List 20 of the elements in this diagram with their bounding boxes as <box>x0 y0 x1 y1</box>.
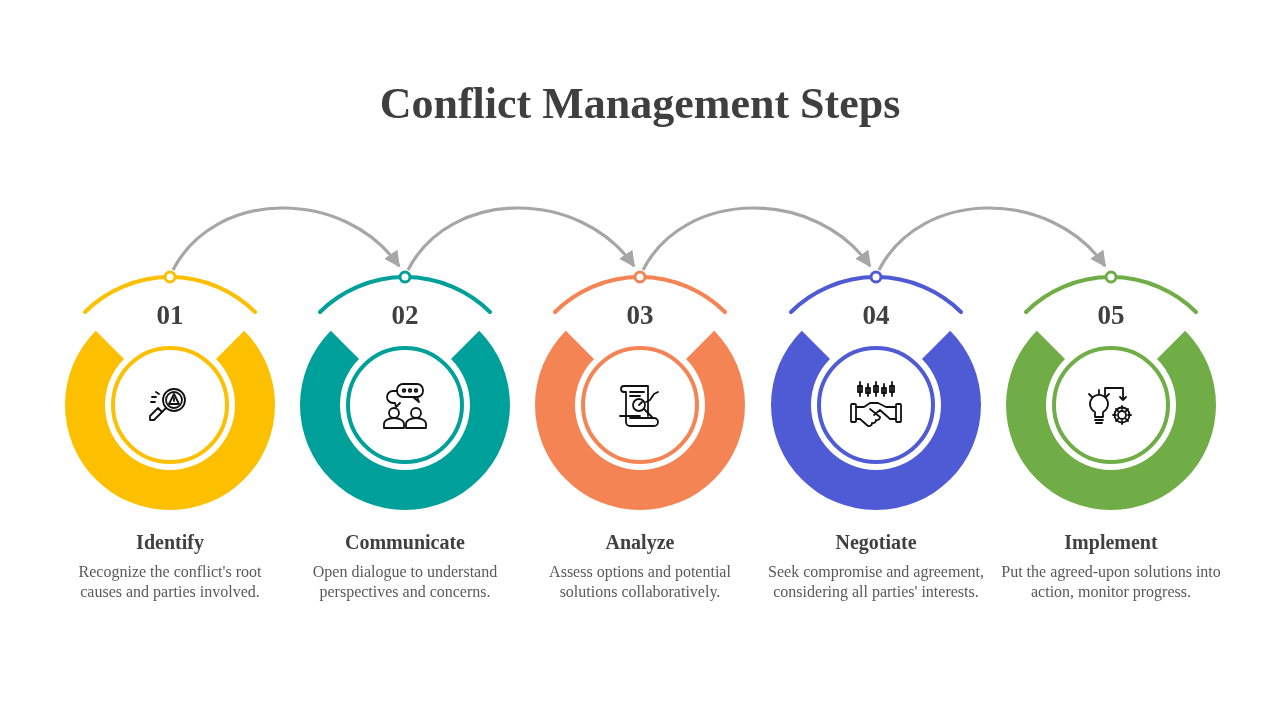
step-title: Implement <box>1063 531 1159 554</box>
step-description: Recognize the conflict's root causes and parties involved. <box>77 562 263 601</box>
step-description: Assess options and potential solutions collaboratively. <box>548 562 732 601</box>
curved-arrow <box>406 206 636 271</box>
step-title: Communicate <box>344 531 466 554</box>
title: Conflict Management Steps <box>378 78 902 129</box>
step-description: Seek compromise and agreement, considering all parties' interests. <box>767 562 985 601</box>
step-title: Negotiate <box>834 531 918 554</box>
step-number: 02 <box>390 300 420 331</box>
step-number: 05 <box>1096 300 1126 331</box>
curved-arrow <box>877 206 1107 271</box>
step-title: Identify <box>135 531 205 554</box>
step-number: 04 <box>861 300 891 331</box>
step-number: 01 <box>155 300 185 331</box>
step-number: 03 <box>625 300 655 331</box>
step-description: Put the agreed-upon solutions into action, monitor progress. <box>1001 562 1221 601</box>
step-description: Open dialogue to understand perspectives and concerns. <box>311 562 499 601</box>
step-title: Analyze <box>604 531 676 554</box>
curved-arrow <box>171 206 401 271</box>
curved-arrow <box>641 206 872 271</box>
